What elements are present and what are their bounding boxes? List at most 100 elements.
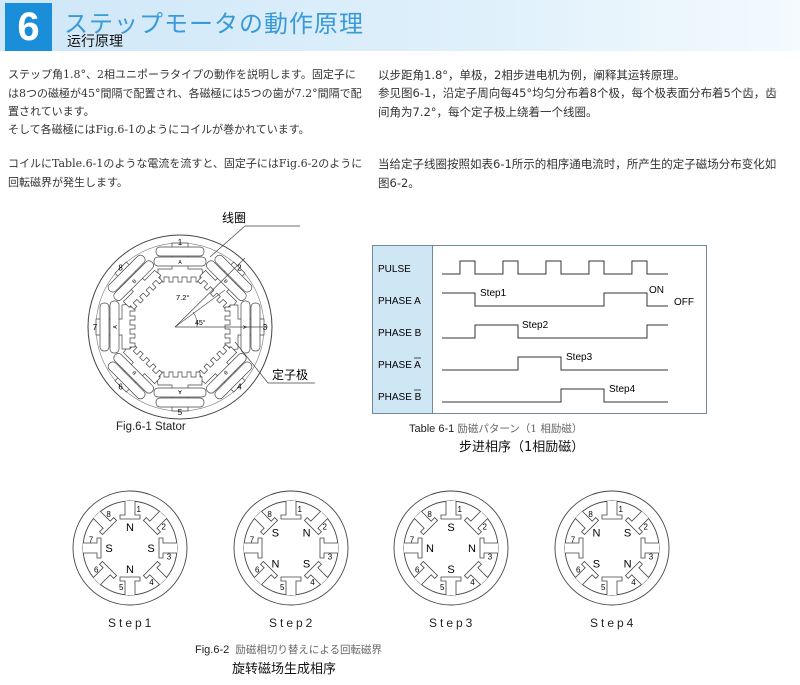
pole-polarity: N bbox=[592, 527, 600, 539]
waveform bbox=[442, 324, 668, 339]
pole bbox=[303, 560, 329, 586]
pole-number: 8 bbox=[267, 510, 272, 519]
pole-number: 8 bbox=[588, 510, 593, 519]
pole-number: 2 bbox=[644, 523, 649, 532]
pole-number: 6 bbox=[94, 565, 99, 574]
angle-72-label: 7.2° bbox=[176, 293, 189, 302]
coil bbox=[206, 260, 247, 301]
pole-number: 3 bbox=[488, 553, 493, 562]
pole bbox=[440, 501, 462, 520]
coil bbox=[214, 361, 253, 400]
pole-label: 定子极 bbox=[272, 367, 308, 382]
pole bbox=[280, 501, 302, 520]
step-label: Step2 bbox=[269, 616, 316, 630]
signal-label: PHASE B bbox=[378, 328, 422, 339]
pole-polarity: N bbox=[426, 543, 434, 555]
stator-pole: B bbox=[107, 254, 163, 310]
angle-line-45 bbox=[174, 257, 246, 328]
pole bbox=[119, 576, 141, 595]
pole-number: 4 bbox=[310, 578, 315, 587]
pole bbox=[158, 537, 177, 559]
pole-leader bbox=[234, 341, 315, 384]
pole-number: 4 bbox=[470, 578, 475, 587]
table1-caption-jp: 励磁パターン（1 相励磁） bbox=[457, 423, 583, 435]
waveform bbox=[442, 260, 668, 275]
fig1-caption: Fig.6-1 Stator bbox=[116, 421, 186, 433]
pole-number: 7 bbox=[93, 323, 98, 332]
pole bbox=[640, 537, 659, 559]
pole-number: 1 bbox=[298, 505, 303, 514]
pole-polarity: N bbox=[126, 564, 134, 576]
coil-mark: B bbox=[221, 369, 228, 376]
angle-45-label: 45° bbox=[195, 319, 206, 327]
pole-polarity: N bbox=[624, 559, 632, 571]
pole-polarity: S bbox=[147, 543, 154, 555]
coil bbox=[206, 353, 247, 394]
pole-number: 3 bbox=[263, 323, 268, 332]
zh-paragraph-3: 当给定子线圈按照如表6-1所示的相序通电流时，所产生的定子磁场分布变化如图6-2… bbox=[378, 157, 777, 190]
pole-number: 5 bbox=[119, 583, 124, 592]
pole-number: 7 bbox=[571, 535, 576, 544]
waveform bbox=[442, 388, 668, 403]
pole-number: 7 bbox=[250, 535, 255, 544]
pole-polarity: N bbox=[468, 543, 476, 555]
step-marker: Step1 bbox=[480, 288, 507, 299]
pole bbox=[463, 510, 489, 536]
step-marker: Step2 bbox=[522, 320, 549, 331]
step-label: Step3 bbox=[429, 616, 476, 630]
step-label: Step1 bbox=[108, 616, 155, 630]
pole-number: 8 bbox=[427, 510, 432, 519]
coil bbox=[153, 387, 207, 398]
pole bbox=[463, 560, 489, 586]
coil-mark: A bbox=[113, 325, 119, 329]
pole bbox=[253, 560, 279, 586]
table1-caption: Table 6-1 励磁パターン（1 相励磁） bbox=[409, 421, 582, 436]
coil-mark: B bbox=[222, 278, 229, 285]
pole-polarity: N bbox=[271, 559, 279, 571]
pole-number: 5 bbox=[440, 583, 445, 592]
coil bbox=[107, 361, 146, 400]
stator-pole: A bbox=[153, 371, 207, 412]
pole-number: 4 bbox=[631, 578, 636, 587]
pole-number: 8 bbox=[118, 264, 123, 273]
pole bbox=[142, 560, 168, 586]
pole bbox=[142, 510, 168, 536]
coil bbox=[107, 254, 146, 293]
pole bbox=[624, 560, 650, 586]
pole-number: 5 bbox=[280, 583, 285, 592]
pole-number: 3 bbox=[649, 553, 654, 562]
page-subtitle: 运行原理 bbox=[67, 34, 123, 50]
pole bbox=[440, 576, 462, 595]
pole-polarity: S bbox=[105, 543, 112, 555]
pole-number: 4 bbox=[149, 578, 154, 587]
pole-number: 2 bbox=[162, 523, 167, 532]
pole-number: 6 bbox=[255, 565, 260, 574]
pole-number: 8 bbox=[106, 510, 111, 519]
pole-number: 6 bbox=[118, 382, 123, 391]
pole-number: 1 bbox=[458, 505, 463, 514]
header-band bbox=[0, 0, 800, 51]
pole bbox=[253, 510, 279, 536]
pole-polarity: N bbox=[126, 522, 134, 534]
fig2-caption: Fig.6-2 励磁相切り替えによる回転磁界 bbox=[195, 642, 382, 657]
waveform bbox=[442, 356, 668, 371]
table1-caption-en: Table 6-1 bbox=[409, 423, 455, 435]
pole bbox=[319, 537, 338, 559]
signal-label: PULSE bbox=[378, 264, 411, 275]
section-number: 6 bbox=[5, 3, 52, 51]
pole-number: 1 bbox=[619, 505, 624, 514]
pole-number: 2 bbox=[323, 523, 328, 532]
pole-polarity: S bbox=[593, 559, 600, 571]
pole-polarity: S bbox=[447, 522, 454, 534]
coil-mark: A bbox=[178, 388, 182, 394]
pole bbox=[574, 560, 600, 586]
off-label: OFF bbox=[674, 297, 694, 308]
pole-number: 7 bbox=[410, 535, 415, 544]
signal-label: PHASE A bbox=[378, 360, 421, 371]
coil bbox=[153, 256, 207, 267]
coil-label: 线圈 bbox=[222, 211, 246, 225]
